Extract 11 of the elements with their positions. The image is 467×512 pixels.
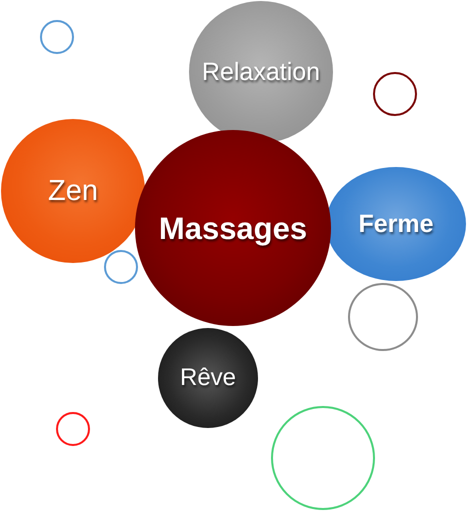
bubble-label: Ferme (358, 212, 434, 236)
outline-bubble (104, 250, 138, 284)
outline-bubble (348, 283, 418, 351)
outline-bubble (373, 72, 417, 116)
bubble-label: Massages (158, 212, 308, 244)
outline-bubble (56, 412, 90, 446)
bubble-label: Relaxation (202, 60, 320, 84)
outline-bubble (271, 406, 375, 510)
bubble-label: Zen (48, 176, 98, 206)
bubble-label: Rêve (180, 366, 236, 390)
outline-bubble (40, 20, 74, 54)
